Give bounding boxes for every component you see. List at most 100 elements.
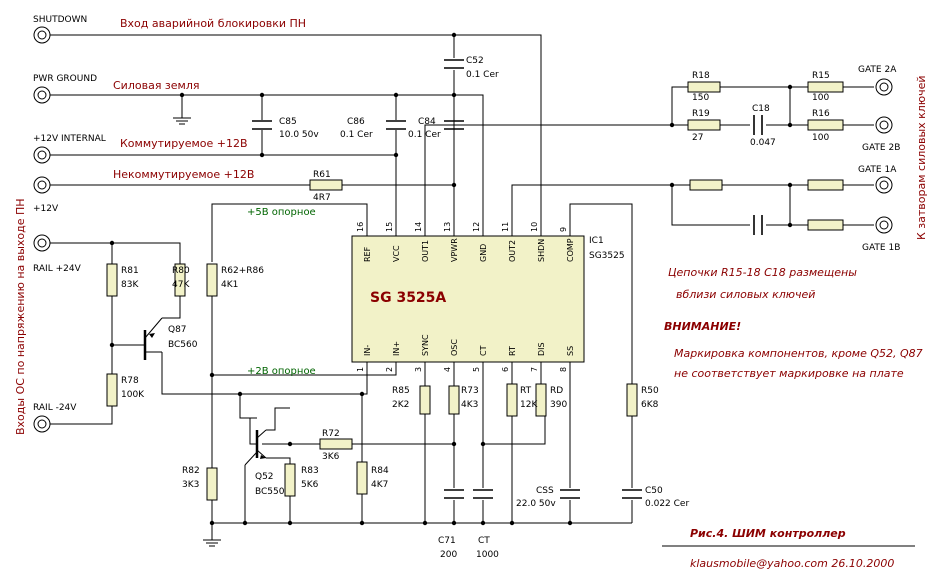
ic-pin-number-bottom: 1 — [356, 367, 365, 372]
resistor-r15 — [807, 81, 844, 93]
ic-pin-name-bottom: SS — [566, 346, 575, 356]
annotation-ref-5v: +5В опорное — [247, 207, 316, 218]
author-line: klausmobile@yahoo.com 26.10.2000 — [690, 557, 894, 570]
label-v12: +12V — [33, 204, 59, 214]
c84-ref: C84 — [418, 117, 436, 127]
figure-caption: Рис.4. ШИМ контроллер — [690, 527, 846, 540]
c52-val: 0.1 Cer — [466, 70, 499, 80]
ic-part: SG3525 — [589, 251, 625, 261]
gate1a-connector[interactable] — [875, 176, 893, 194]
annotation-shutdown: Вход аварийной блокировки ПН — [120, 17, 306, 30]
r19-ref: R19 — [692, 109, 710, 119]
ic-title: SG 3525A — [370, 290, 446, 306]
capacitor-c52 — [444, 59, 464, 69]
ic-sg3525 — [351, 235, 585, 363]
c52-ref: C52 — [466, 56, 484, 66]
ic-pin-name-bottom: CT — [479, 345, 488, 356]
ic-pin-number-bottom: 7 — [530, 367, 539, 372]
transistor-q52 — [240, 417, 267, 466]
label-gate2a: GATE 2A — [858, 65, 897, 75]
r82-ref: R82 — [182, 466, 200, 476]
rail-p24-connector[interactable] — [33, 234, 51, 252]
annotation-unswitched-12v: Некоммутируемое +12В — [113, 168, 254, 181]
gate2b-connector[interactable] — [875, 116, 893, 134]
rd-ref: RD — [550, 386, 563, 396]
label-gate1a: GATE 1A — [858, 165, 897, 175]
ic-pin-name-bottom: IN- — [363, 345, 372, 356]
ic-pin-name-bottom: DIS — [537, 342, 546, 356]
wires — [50, 34, 874, 540]
r85-val: 2K2 — [392, 400, 409, 410]
capacitor-c17 — [753, 215, 763, 235]
annotation-switched-12v: Коммутируемое +12В — [120, 137, 248, 150]
capacitor-c86 — [386, 120, 406, 130]
ic-pin-number-top: 11 — [501, 222, 510, 232]
resistor-r18 — [687, 81, 721, 93]
ic-pin-number-bottom: 5 — [472, 367, 481, 372]
c50-val: 0.022 Cer — [645, 499, 689, 509]
r61-ref: R61 — [313, 170, 331, 180]
note1-line2: вблизи силовых ключей — [676, 288, 815, 301]
r62-val: 4K1 — [221, 280, 238, 290]
ic-pin-number-top: 13 — [443, 222, 452, 232]
warning: ВНИМАНИЕ! — [664, 320, 741, 333]
resistor-r80 — [174, 263, 186, 297]
q52-val: BC550 — [255, 487, 285, 497]
c86-ref: C86 — [347, 117, 365, 127]
ic-pin-name-top: REF — [363, 246, 372, 262]
r72-ref: R72 — [322, 429, 340, 439]
capacitors — [252, 59, 763, 499]
ic-ref: IC1 — [589, 236, 604, 246]
rt-val: 12K — [520, 400, 538, 410]
v12-connector[interactable] — [33, 176, 51, 194]
r73-ref: R73 — [461, 386, 479, 396]
c85-ref: C85 — [279, 117, 297, 127]
ic-pin-number-top: 14 — [414, 222, 423, 232]
v12-internal-connector[interactable] — [33, 146, 51, 164]
ic-pin-name-bottom: RT — [508, 346, 517, 356]
ic-pin-number-bottom: 8 — [559, 367, 568, 372]
c71-ref: C71 — [438, 536, 456, 546]
gate2a-connector[interactable] — [875, 78, 893, 96]
rail-m24-connector[interactable] — [33, 415, 51, 433]
r19-val: 27 — [692, 133, 703, 143]
c86-val: 0.1 Cer — [340, 130, 373, 140]
c71-val: 200 — [440, 550, 457, 560]
capacitor-c84 — [444, 120, 464, 130]
ic-pin-number-bottom: 2 — [385, 367, 394, 372]
connector-labels: SHUTDOWN PWR GROUND +12V INTERNAL +12V R… — [33, 15, 900, 413]
c18-ref: C18 — [752, 104, 770, 114]
q87-ref: Q87 — [168, 325, 187, 335]
resistor-r61 — [309, 179, 343, 191]
resistor-r16 — [807, 119, 844, 131]
gate1b-connector[interactable] — [875, 216, 893, 234]
r50-val: 6K8 — [641, 400, 659, 410]
resistor-r84 — [356, 461, 368, 495]
ground-symbol-bottom — [203, 539, 221, 547]
capacitor-ct — [473, 489, 493, 499]
note2-line2: не соответствует маркировке на плате — [674, 367, 904, 380]
ic-pin-number-bottom: 3 — [414, 367, 423, 372]
resistor-r14 — [807, 179, 844, 191]
ic-pin-name-top: OUT1 — [421, 240, 430, 262]
r72-val: 3K6 — [322, 452, 340, 462]
resistor-rd — [535, 383, 547, 417]
pwr-ground-connector[interactable] — [33, 86, 51, 104]
resistor-r85 — [419, 385, 431, 415]
ic-pin-name-top: SHDN — [537, 239, 546, 262]
annotation-side-left: Входы ОС по напряжению на выходе ПН — [14, 198, 27, 435]
shutdown-connector[interactable] — [33, 26, 51, 44]
rt-ref: RT — [520, 386, 532, 396]
ic-pin-name-top: COMP — [566, 238, 575, 262]
transistor-q87 — [135, 317, 163, 360]
ic-pin-name-top: OUT2 — [508, 240, 517, 262]
ic-pin-number-top: 16 — [356, 222, 365, 232]
capacitor-css — [560, 489, 580, 499]
r50-ref: R50 — [641, 386, 659, 396]
resistor-r81 — [106, 263, 118, 297]
q52-ref: Q52 — [255, 472, 274, 482]
resistors — [106, 81, 844, 501]
ic-pin-name-bottom: SYNC — [421, 334, 430, 356]
ic-pin-name-top: GND — [479, 244, 488, 262]
